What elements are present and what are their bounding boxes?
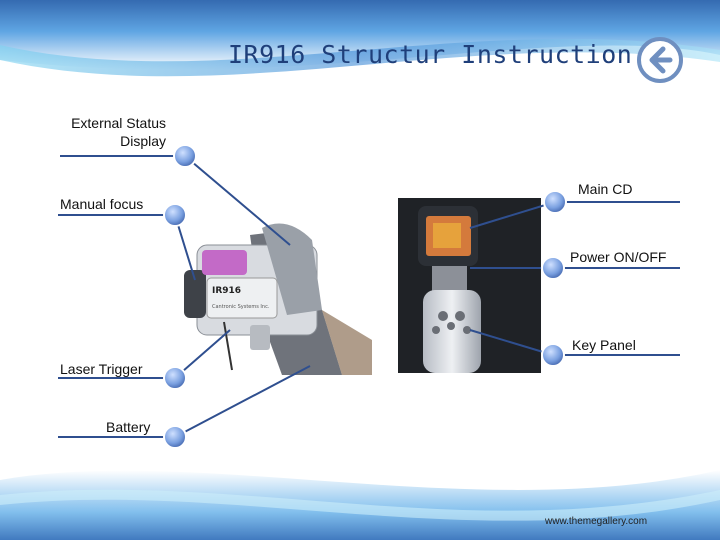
callout-dot-battery	[164, 426, 186, 448]
label-battery: Battery	[106, 418, 150, 436]
label-external-status-line2: Display	[50, 132, 166, 150]
callout-dot-laser-trigger	[164, 367, 186, 389]
leader-main-cd-arrow	[470, 202, 555, 228]
label-key-panel: Key Panel	[572, 336, 636, 354]
label-external-status: External Status Display	[50, 114, 166, 150]
footer-url: www.themegallery.com	[545, 516, 647, 527]
label-main-cd: Main CD	[578, 180, 632, 198]
callout-dot-main-cd	[544, 191, 566, 213]
label-power: Power ON/OFF	[570, 248, 666, 266]
callout-dot-power	[542, 257, 564, 279]
leader-key-panel-arrow	[470, 330, 553, 355]
label-external-status-line1: External Status	[50, 114, 166, 132]
label-laser-trigger: Laser Trigger	[60, 360, 142, 378]
callout-dot-key-panel	[542, 344, 564, 366]
label-manual-focus: Manual focus	[60, 195, 143, 213]
callout-dot-external-status	[174, 145, 196, 167]
callout-dot-manual-focus	[164, 204, 186, 226]
